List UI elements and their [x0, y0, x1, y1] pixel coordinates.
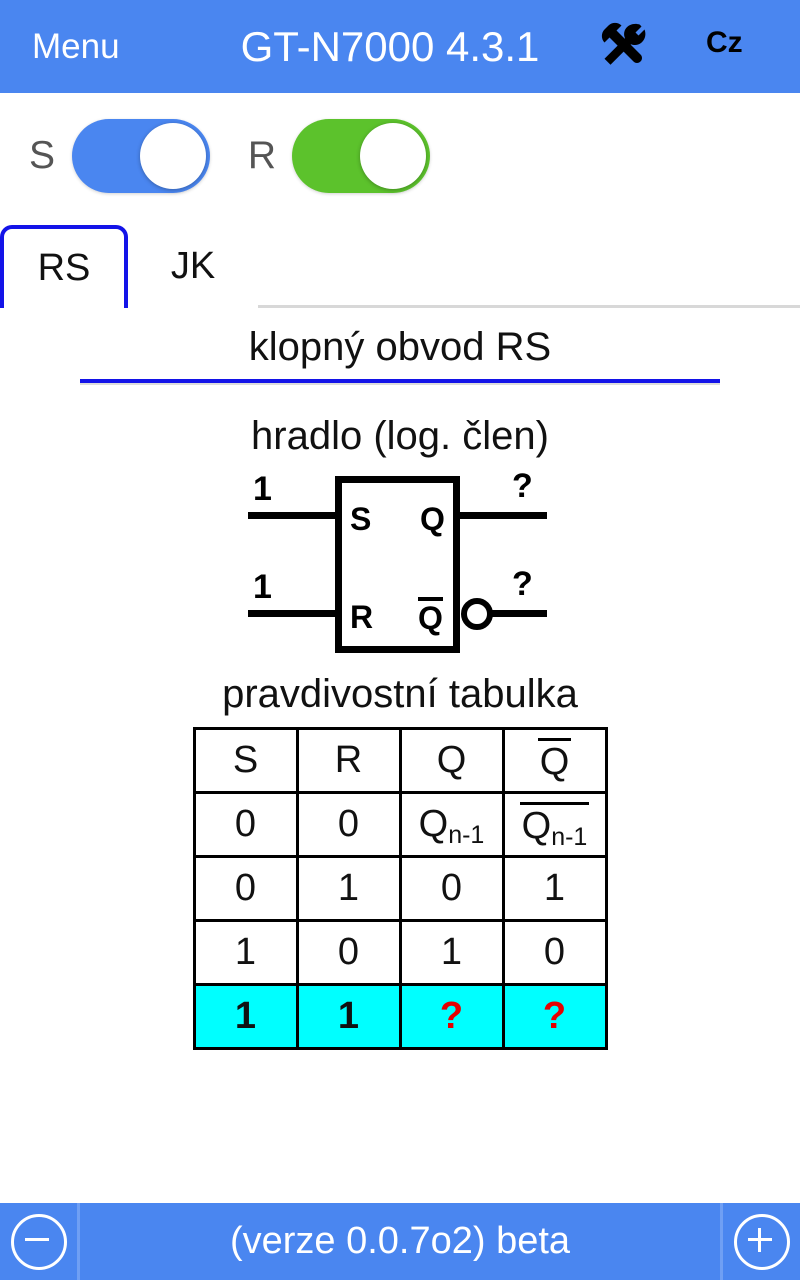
- cell-s: 0: [192, 791, 299, 858]
- tab-bar: RS JK: [0, 225, 800, 308]
- gate-pin-label-q: Q: [420, 501, 445, 537]
- cell-r: 1: [295, 983, 402, 1050]
- app-bar: Menu GT-N7000 4.3.1 Cz: [0, 0, 800, 93]
- toggle-switch-r[interactable]: [292, 118, 430, 193]
- wire-output-qnot: [489, 610, 547, 617]
- table-row: 0 0 Qn-1 Qn-1: [192, 791, 608, 858]
- version-label: (verze 0.0.7o2) beta: [229, 1220, 571, 1262]
- cell-q: 0: [398, 855, 505, 922]
- gate-pin-label-s: S: [350, 501, 372, 537]
- gate-heading: hradlo (log. člen): [251, 414, 549, 458]
- circuit-title: klopný obvod RS: [248, 325, 552, 369]
- cell-qnot-base: Q: [521, 804, 552, 847]
- cell-q-base: Q: [418, 803, 449, 845]
- toggle-knob-s: [140, 122, 206, 189]
- table-header-qnot-text: Q: [537, 737, 572, 782]
- cell-r: 0: [295, 919, 402, 986]
- toggle-label-r: R: [247, 133, 277, 177]
- gate-diagram: S R Q Q 1 1 ? ?: [0, 465, 800, 670]
- cell-s: 1: [192, 919, 299, 986]
- cell-q-subscript: n-1: [448, 821, 485, 849]
- cell-q: ?: [398, 983, 505, 1050]
- table-header-r: R: [295, 727, 402, 794]
- cell-q: 1: [398, 919, 505, 986]
- wire-input-s: [248, 512, 340, 519]
- table-row-header: S R Q Q: [192, 727, 608, 794]
- minus-circle-icon: [10, 1213, 67, 1270]
- gate-pin-label-qnot: Q: [418, 597, 443, 637]
- gate-value-input-r: 1: [253, 568, 272, 606]
- table-header-s: S: [192, 727, 299, 794]
- cell-r: 1: [295, 855, 402, 922]
- toggle-knob-r: [360, 122, 426, 189]
- table-header-q: Q: [398, 727, 505, 794]
- bottom-bar: (verze 0.0.7o2) beta: [0, 1203, 800, 1280]
- cell-r: 0: [295, 791, 402, 858]
- cell-qnot: 1: [501, 855, 608, 922]
- toggle-group-s: S: [12, 118, 210, 193]
- gate-body: [335, 476, 460, 653]
- toggle-switch-s[interactable]: [72, 118, 210, 193]
- page-title: GT-N7000 4.3.1: [240, 22, 540, 70]
- cell-qnot: Qn-1: [501, 791, 608, 858]
- table-row: 0 1 0 1: [192, 855, 608, 922]
- gate-value-output-qnot: ?: [512, 565, 533, 603]
- gate-pin-label-r: R: [350, 599, 374, 635]
- wire-output-q: [455, 512, 547, 519]
- content-panel: klopný obvod RS hradlo (log. člen) S R Q…: [0, 308, 800, 1203]
- toggle-group-r: R: [232, 118, 430, 193]
- cell-qnot-subscript: n-1: [551, 822, 588, 851]
- gate-pin-label-qnot-text: Q: [418, 597, 443, 634]
- increase-button[interactable]: [720, 1203, 800, 1280]
- table-row: 1 0 1 0: [192, 919, 608, 986]
- menu-button[interactable]: Menu: [32, 26, 120, 66]
- plus-circle-icon: [733, 1213, 790, 1270]
- cell-q: Qn-1: [398, 791, 505, 858]
- gate-value-input-s: 1: [253, 470, 272, 508]
- wire-input-r: [248, 610, 340, 617]
- hammer-wrench-icon[interactable]: [592, 18, 654, 76]
- toggle-label-s: S: [28, 133, 55, 177]
- cell-qnot: 0: [501, 919, 608, 986]
- table-row-highlighted: 1 1 ? ?: [192, 983, 608, 1050]
- truth-table: S R Q Q 0 0 Qn-1 Qn-1 0 1 0 1 1 0: [192, 727, 608, 1050]
- cell-qnot-overlined: Qn-1: [519, 801, 590, 849]
- cell-qnot: ?: [501, 983, 608, 1050]
- decrease-button[interactable]: [0, 1203, 80, 1280]
- table-header-qnot: Q: [501, 727, 608, 794]
- truth-table-heading: pravdivostní tabulka: [222, 672, 578, 716]
- tab-rs-label: RS: [37, 247, 91, 289]
- tab-jk-label: JK: [170, 245, 216, 287]
- language-button[interactable]: Cz: [706, 26, 743, 59]
- gate-value-output-q: ?: [512, 467, 533, 505]
- tab-rs[interactable]: RS: [0, 225, 128, 308]
- cell-s: 1: [192, 983, 299, 1050]
- tab-jk[interactable]: JK: [128, 225, 258, 308]
- cell-s: 0: [192, 855, 299, 922]
- input-toggle-row: S R: [0, 93, 800, 218]
- inverter-bubble-icon: [461, 598, 493, 630]
- title-divider: [80, 379, 720, 385]
